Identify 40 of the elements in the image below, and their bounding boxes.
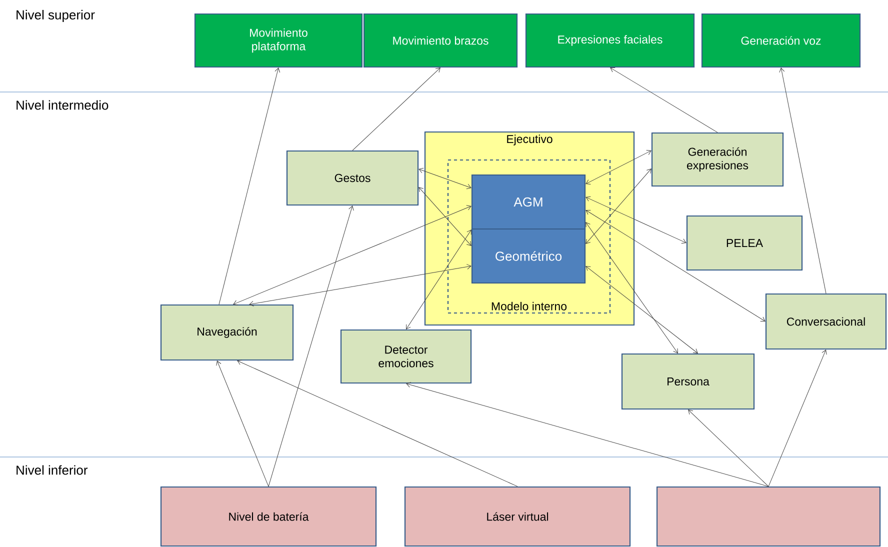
arrow — [586, 168, 652, 244]
arrow — [768, 350, 827, 487]
sensor-box — [656, 486, 881, 547]
output-box: Expresiones faciales — [525, 13, 695, 68]
module-box: Persona — [621, 353, 755, 410]
arrow — [586, 222, 678, 354]
model-part-box: Geométrico — [471, 228, 586, 284]
arrow — [586, 210, 766, 322]
output-box: Generación voz — [701, 13, 861, 68]
arrow — [237, 360, 518, 487]
level-label: Nivel inferior — [16, 465, 88, 475]
model-part-box: AGM — [471, 174, 586, 230]
arrow — [688, 410, 769, 487]
level-label: Nivel superior — [16, 10, 95, 22]
module-box: PELEA — [686, 215, 803, 271]
arrow — [406, 230, 472, 330]
arrow — [418, 187, 472, 246]
arrow — [218, 68, 280, 305]
arrow — [233, 205, 472, 306]
sensor-box: Láser virtual — [404, 486, 631, 547]
arrow — [418, 168, 472, 190]
module-box: Conversacional — [765, 293, 887, 350]
output-box: Movimiento brazos — [363, 13, 518, 68]
arrow — [352, 68, 440, 151]
level-label: Nivel intermedio — [16, 100, 108, 110]
arrow — [249, 264, 472, 306]
arrow — [268, 206, 354, 487]
sensor-box: Nivel de batería — [160, 486, 377, 547]
arrow — [779, 68, 826, 294]
arrow — [406, 382, 769, 487]
arrow — [216, 360, 269, 487]
module-box: Gestos — [286, 150, 419, 206]
arrow — [610, 67, 718, 133]
module-box: Detector emociones — [340, 329, 472, 384]
arrow — [586, 150, 652, 184]
arrow — [586, 196, 686, 244]
output-box: Movimiento plataforma — [194, 13, 363, 68]
module-box: Navegación — [160, 304, 294, 361]
module-box: Generación expresiones — [651, 132, 784, 187]
arrow — [586, 266, 698, 354]
